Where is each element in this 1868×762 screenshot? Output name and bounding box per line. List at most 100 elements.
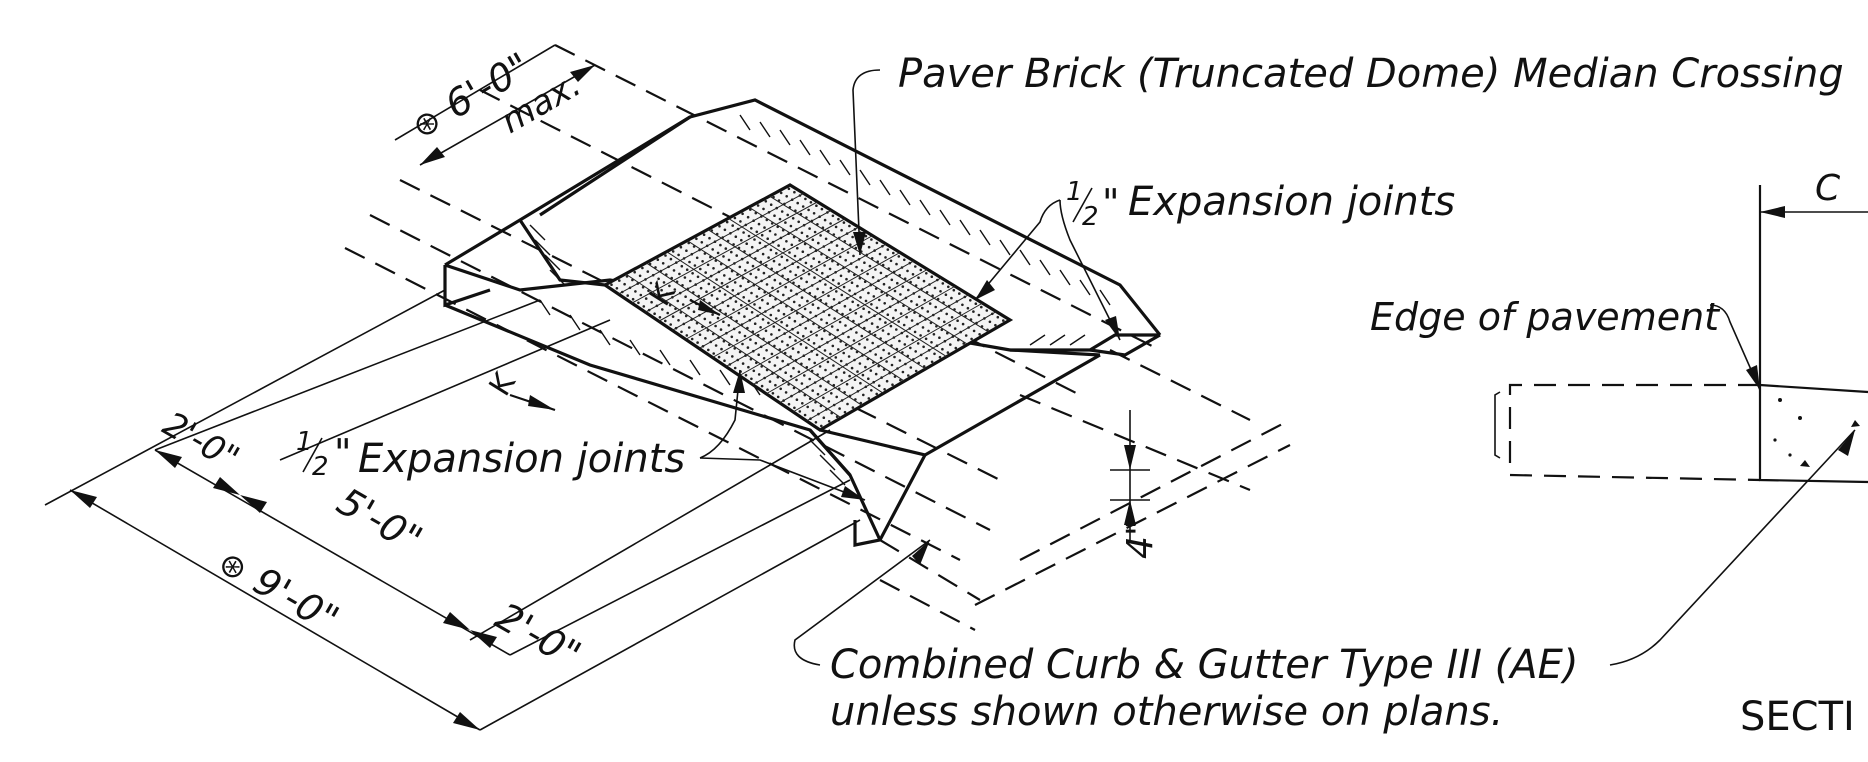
truncated-dome xyxy=(804,261,808,265)
truncated-dome xyxy=(725,220,729,224)
truncated-dome xyxy=(823,218,827,222)
truncated-dome xyxy=(785,240,788,243)
truncated-dome xyxy=(693,329,696,333)
truncated-dome xyxy=(800,362,803,366)
truncated-dome xyxy=(851,406,855,409)
truncated-dome xyxy=(760,215,763,218)
truncated-dome xyxy=(734,300,738,303)
truncated-dome xyxy=(819,234,822,237)
truncated-dome xyxy=(731,289,735,292)
truncated-dome xyxy=(638,274,642,278)
truncated-dome xyxy=(730,269,734,273)
truncated-dome xyxy=(879,356,883,360)
truncated-dome xyxy=(954,346,958,350)
truncated-dome xyxy=(763,290,766,294)
truncated-dome xyxy=(794,209,797,212)
truncated-dome xyxy=(874,353,877,356)
truncated-dome xyxy=(765,283,769,286)
truncated-dome xyxy=(953,327,957,330)
truncated-dome xyxy=(702,298,706,301)
truncated-dome xyxy=(666,311,669,315)
truncated-dome xyxy=(912,358,915,361)
truncated-dome xyxy=(877,384,881,388)
truncated-dome-pattern xyxy=(610,187,1005,428)
truncated-dome xyxy=(897,255,901,258)
truncated-dome xyxy=(941,347,944,351)
truncated-dome xyxy=(800,296,804,299)
truncated-dome xyxy=(743,334,747,338)
truncated-dome xyxy=(665,273,668,276)
truncated-dome xyxy=(766,237,769,240)
truncated-dome xyxy=(755,361,758,365)
truncated-dome xyxy=(890,363,894,367)
truncated-dome xyxy=(610,283,613,287)
truncated-dome xyxy=(803,307,807,311)
truncated-dome xyxy=(791,327,794,331)
truncated-dome xyxy=(644,297,648,300)
truncated-dome xyxy=(719,328,723,331)
truncated-dome xyxy=(940,328,944,332)
dimension-side-right: 2'-0" xyxy=(488,594,588,677)
truncated-dome xyxy=(749,338,752,341)
truncated-dome xyxy=(942,301,945,304)
truncated-dome xyxy=(947,304,951,308)
truncated-dome xyxy=(754,257,757,260)
truncated-dome xyxy=(760,365,763,368)
truncated-dome xyxy=(882,282,886,286)
truncated-dome xyxy=(878,252,882,256)
truncated-dome xyxy=(865,318,868,322)
truncated-dome xyxy=(808,358,811,361)
paver-grid-line xyxy=(707,229,926,370)
truncated-dome xyxy=(786,278,790,281)
truncated-dome xyxy=(737,292,740,296)
truncated-dome xyxy=(847,270,851,273)
truncated-dome xyxy=(757,353,760,357)
truncated-dome xyxy=(819,298,822,302)
truncated-dome xyxy=(742,296,745,299)
truncated-dome xyxy=(689,279,692,283)
truncated-dome xyxy=(817,412,820,416)
truncated-dome xyxy=(844,343,848,347)
truncated-dome xyxy=(709,274,713,278)
truncated-dome xyxy=(869,349,872,353)
truncated-dome xyxy=(671,315,675,318)
truncated-dome xyxy=(861,373,865,377)
truncated-dome xyxy=(938,336,941,340)
truncated-dome xyxy=(765,218,769,222)
truncated-dome xyxy=(840,379,843,382)
truncated-dome xyxy=(896,301,900,304)
svg-text:": " xyxy=(1102,181,1119,225)
truncated-dome xyxy=(905,315,908,319)
truncated-dome xyxy=(907,307,911,311)
truncated-dome xyxy=(772,195,775,199)
truncated-dome xyxy=(835,244,839,247)
truncated-dome xyxy=(861,354,864,357)
truncated-dome xyxy=(980,325,984,328)
truncated-dome xyxy=(717,270,721,274)
truncated-dome xyxy=(698,314,701,317)
truncated-dome xyxy=(866,357,870,361)
truncated-dome xyxy=(949,343,952,346)
truncated-dome xyxy=(909,366,913,369)
truncated-dome xyxy=(698,333,702,337)
truncated-dome xyxy=(682,322,686,326)
truncated-dome xyxy=(787,187,791,191)
truncated-dome xyxy=(936,297,940,301)
truncated-dome xyxy=(905,335,909,338)
truncated-dome xyxy=(800,231,804,235)
truncated-dome xyxy=(724,247,728,250)
truncated-dome xyxy=(692,310,696,314)
truncated-dome xyxy=(918,295,921,299)
truncated-dome xyxy=(649,281,653,285)
truncated-dome xyxy=(893,375,897,378)
truncated-dome xyxy=(772,259,776,263)
truncated-dome xyxy=(939,290,942,293)
truncated-dome xyxy=(647,308,651,312)
truncated-dome xyxy=(641,266,644,270)
truncated-dome xyxy=(777,244,780,247)
truncated-dome xyxy=(788,335,792,339)
truncated-dome xyxy=(771,305,775,309)
truncated-dome xyxy=(802,334,805,338)
truncated-dome xyxy=(685,268,689,272)
truncated-dome xyxy=(769,248,773,252)
